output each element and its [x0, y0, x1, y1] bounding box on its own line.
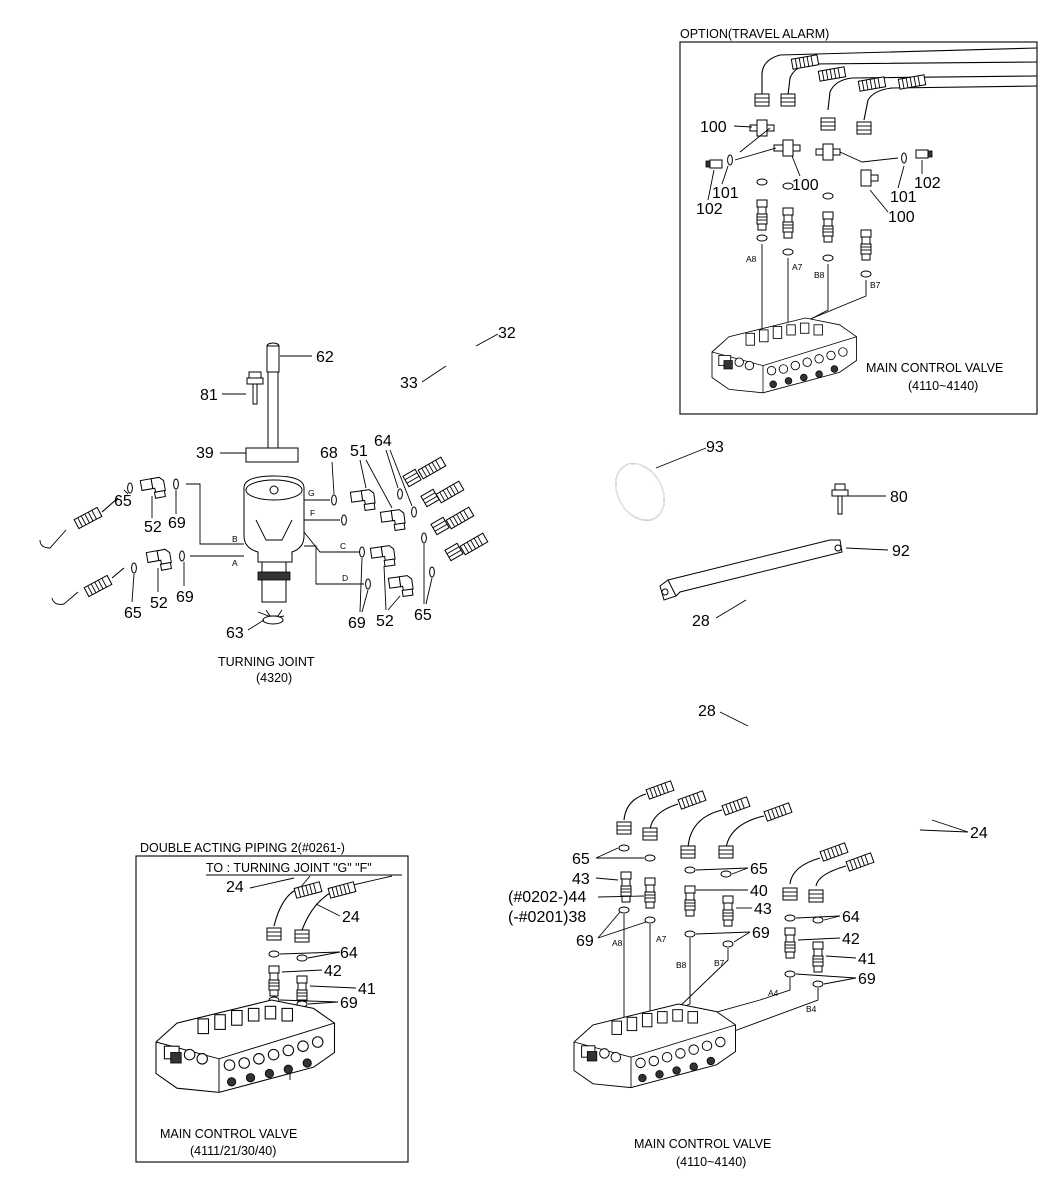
- callout-43a: 43: [572, 871, 590, 888]
- svg-text:A4: A4: [768, 988, 779, 998]
- svg-text:A7: A7: [792, 262, 803, 272]
- option-inset: OPTION(TRAVEL ALARM): [679, 27, 1038, 415]
- main-valve-label: MAIN CONTROL VALVE: [634, 1137, 771, 1151]
- double-acting-valve-label: MAIN CONTROL VALVE: [160, 1127, 297, 1141]
- callout-33: 33: [400, 375, 418, 392]
- callout-69c: 69: [348, 615, 366, 632]
- callout-38: (-#0201)38: [508, 909, 586, 926]
- svg-text:24: 24: [226, 879, 244, 896]
- main-valve-range: (4110~4140): [676, 1155, 746, 1169]
- callout-41: 41: [858, 951, 876, 968]
- svg-text:A: A: [232, 558, 238, 568]
- svg-text:A8: A8: [612, 938, 623, 948]
- svg-text:B: B: [232, 534, 238, 544]
- svg-text:101: 101: [712, 185, 739, 202]
- svg-text:B4: B4: [806, 1004, 817, 1014]
- callout-81: 81: [200, 387, 218, 404]
- callout-92: 92: [892, 543, 910, 560]
- callout-44: (#0202-)44: [508, 889, 586, 906]
- svg-text:A8: A8: [746, 254, 757, 264]
- callout-69d: 69: [576, 933, 594, 950]
- svg-text:102: 102: [914, 175, 941, 192]
- callout-65c: 65: [414, 607, 432, 624]
- callout-51: 51: [350, 443, 368, 460]
- double-acting-callouts: 24 24 64 42 41 69: [226, 877, 376, 1012]
- callout-40: 40: [750, 883, 768, 900]
- svg-text:102: 102: [696, 201, 723, 218]
- double-acting-valve-range: (4111/21/30/40): [190, 1144, 276, 1158]
- svg-text:B7: B7: [714, 958, 725, 968]
- callout-52b: 52: [150, 595, 168, 612]
- main-pipe-assembly: G F B A C D TURNING JOINT (4320): [28, 266, 1003, 870]
- svg-text:F: F: [310, 508, 315, 518]
- turning-joint-label: TURNING JOINT: [218, 655, 315, 669]
- hoses-to-valve: [402, 428, 1003, 870]
- svg-text:B8: B8: [814, 270, 825, 280]
- double-acting-frame: [135, 855, 409, 1163]
- callout-64a: 64: [374, 433, 392, 450]
- callout-62: 62: [316, 349, 334, 366]
- callout-68: 68: [320, 445, 338, 462]
- bottom-hose-ends: [616, 780, 875, 903]
- main-callouts: 32 33 62 81 39 68 51 64 93 80 92 28 28 2…: [114, 325, 988, 988]
- svg-text:C: C: [340, 541, 346, 551]
- callout-43b: 43: [754, 901, 772, 918]
- svg-text:G: G: [308, 488, 315, 498]
- svg-text:B7: B7: [870, 280, 881, 290]
- callout-64b: 64: [842, 909, 860, 926]
- option-inset-frame: [679, 41, 1038, 415]
- callout-65d: 65: [572, 851, 590, 868]
- bottom-valve-group: A8 A7 B8 B7 A4 B4 MAIN CONTROL VALVE (41…: [573, 780, 875, 1169]
- callout-32: 32: [498, 325, 516, 342]
- option-inset-title: OPTION(TRAVEL ALARM): [680, 27, 829, 41]
- callout-39: 39: [196, 445, 214, 462]
- callout-69e: 69: [752, 925, 770, 942]
- svg-text:100: 100: [700, 119, 727, 136]
- svg-text:42: 42: [324, 963, 342, 980]
- svg-text:B8: B8: [676, 960, 687, 970]
- double-acting-to-label: TO : TURNING JOINT "G" "F": [206, 861, 372, 875]
- callout-65b: 65: [124, 605, 142, 622]
- callout-80: 80: [890, 489, 908, 506]
- callout-63: 63: [226, 625, 244, 642]
- pipes-32-33: [28, 266, 671, 605]
- main-control-valve: [573, 1003, 736, 1089]
- svg-text:100: 100: [888, 209, 915, 226]
- callout-69a: 69: [168, 515, 186, 532]
- svg-text:41: 41: [358, 981, 376, 998]
- callout-28b: 28: [698, 703, 716, 720]
- double-acting-inset: DOUBLE ACTING PIPING 2(#0261-) TO : TURN…: [135, 841, 409, 1163]
- svg-text:24: 24: [342, 909, 360, 926]
- turning-joint-code: (4320): [256, 671, 292, 685]
- svg-text:D: D: [342, 573, 348, 583]
- right-fittings: [349, 488, 435, 599]
- svg-text:69: 69: [340, 995, 358, 1012]
- callout-28a: 28: [692, 613, 710, 630]
- option-hoses: [754, 47, 1038, 135]
- callout-42: 42: [842, 931, 860, 948]
- callout-69b: 69: [176, 589, 194, 606]
- callout-69f: 69: [858, 971, 876, 988]
- turning-joint: G F B A C D: [186, 342, 371, 625]
- callout-93: 93: [706, 439, 724, 456]
- option-valve-label: MAIN CONTROL VALVE: [866, 361, 1003, 375]
- callout-52c: 52: [376, 613, 394, 630]
- double-acting-title: DOUBLE ACTING PIPING 2(#0261-): [140, 841, 345, 855]
- svg-text:100: 100: [792, 177, 819, 194]
- callout-52a: 52: [144, 519, 162, 536]
- svg-text:64: 64: [340, 945, 358, 962]
- double-acting-valve: [155, 999, 336, 1093]
- bracket-92: [659, 483, 849, 601]
- option-tee-fittings: [705, 119, 933, 278]
- svg-text:A7: A7: [656, 934, 667, 944]
- svg-text:101: 101: [890, 189, 917, 206]
- clamp-93: [615, 463, 665, 521]
- callout-65a: 65: [114, 493, 132, 510]
- option-callouts: 100 100 100 101 101 102 102: [696, 119, 941, 226]
- callout-65e: 65: [750, 861, 768, 878]
- option-valve-range: (4110~4140): [908, 379, 978, 393]
- option-main-control-valve: [711, 317, 857, 394]
- callout-24: 24: [970, 825, 988, 842]
